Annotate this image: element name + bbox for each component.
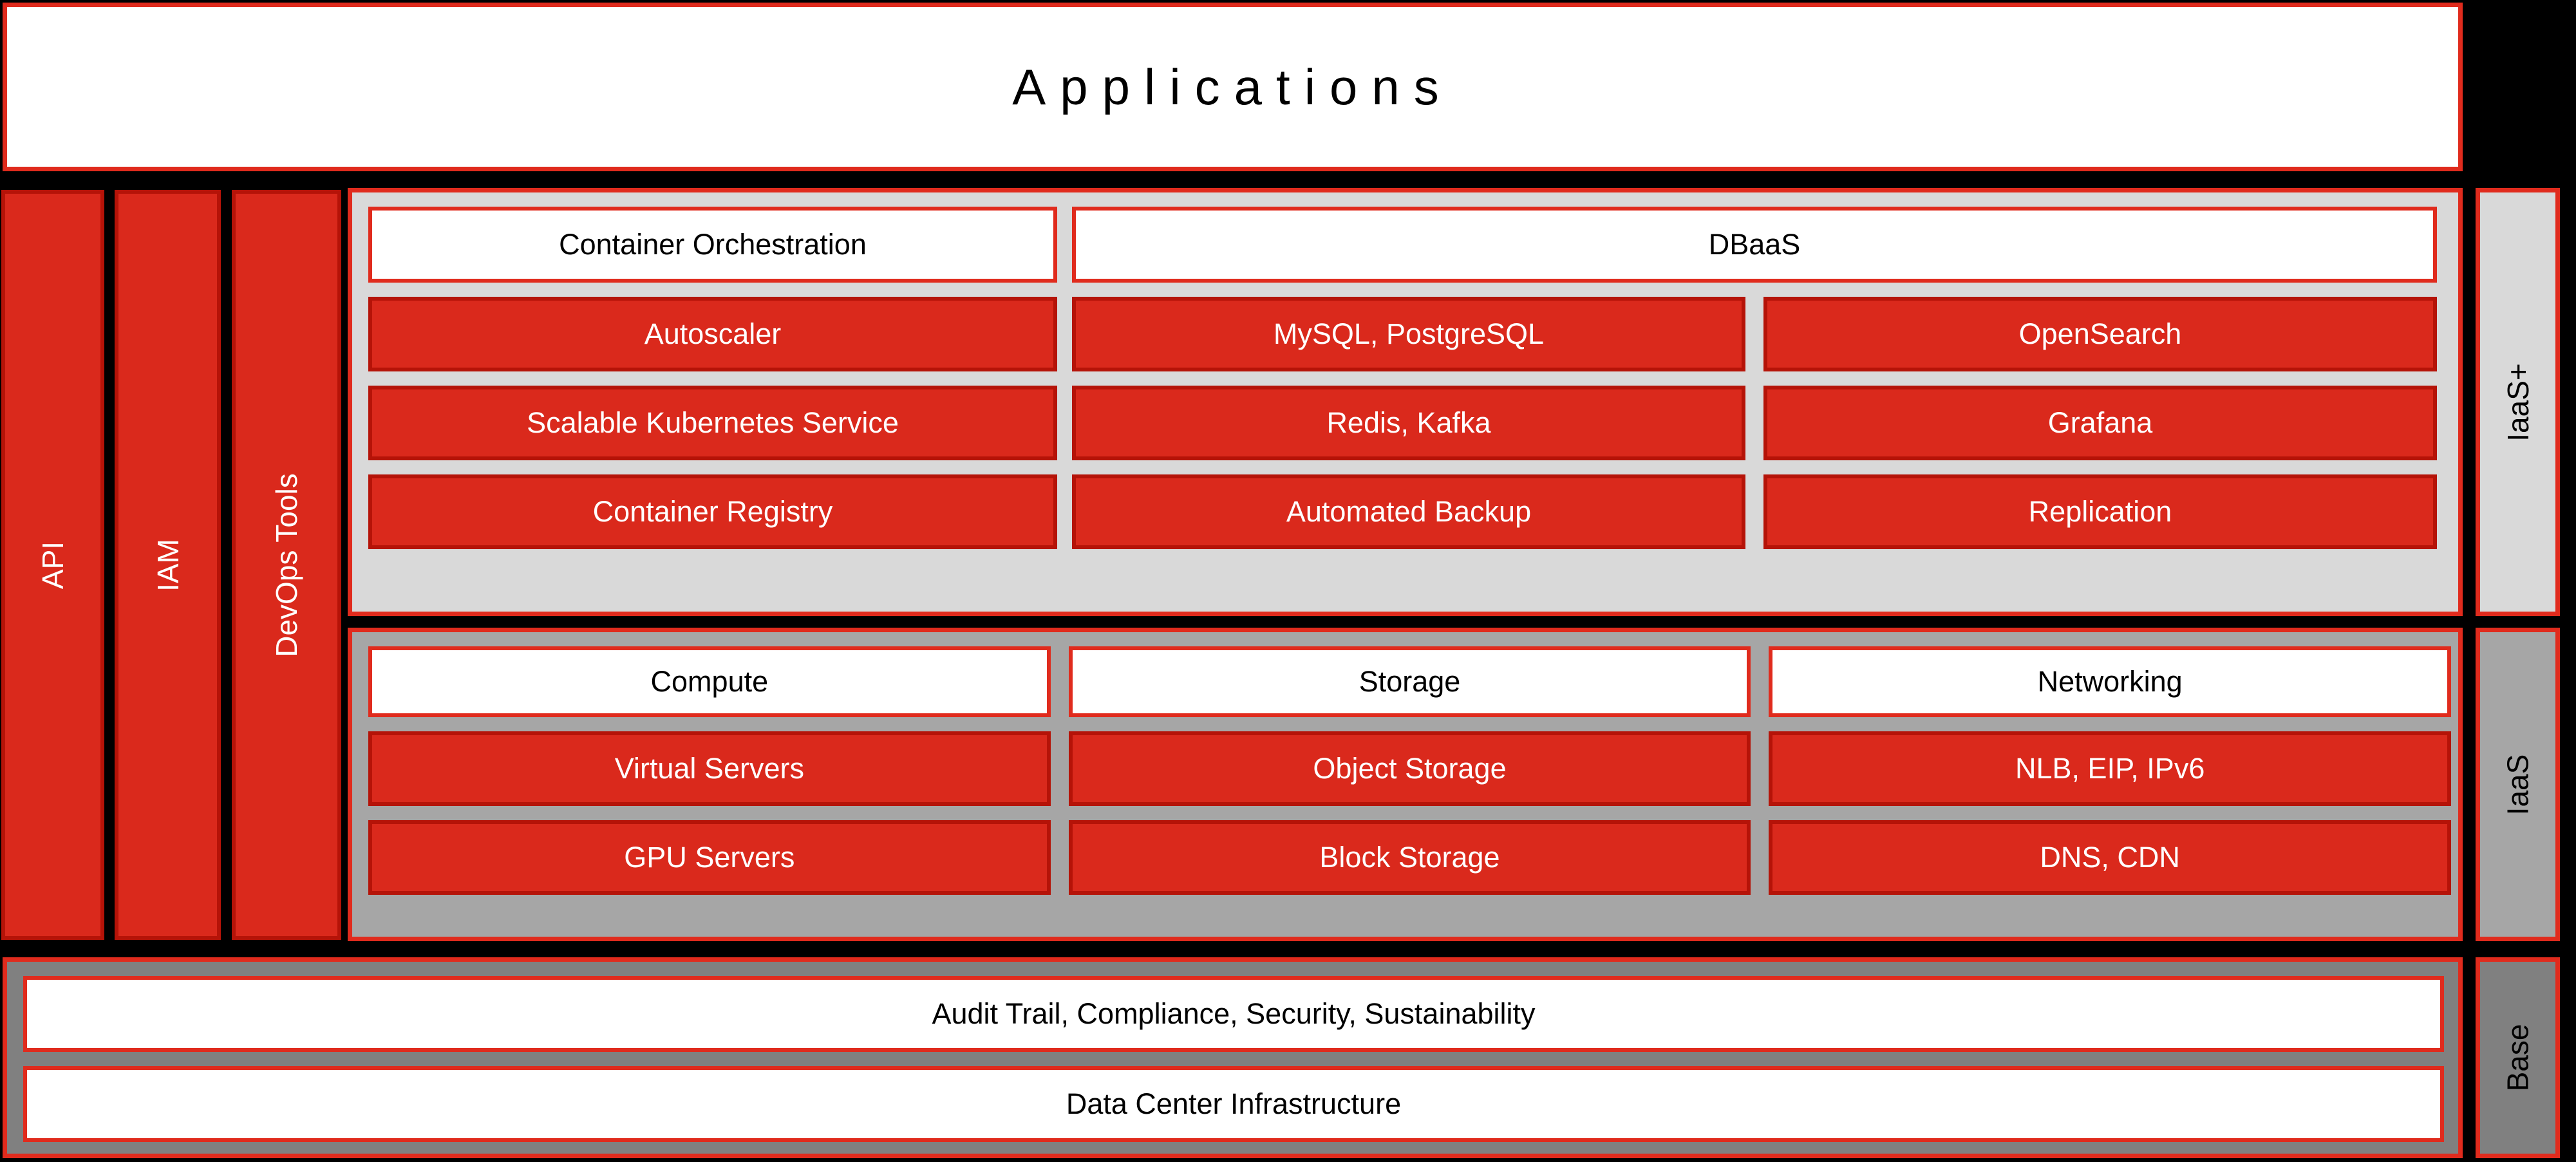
base-rows: Audit Trail, Compliance, Security, Susta… [23,976,2444,1143]
tier-label-iaas: IaaS [2476,628,2560,941]
dbaas-column-left: MySQL, PostgreSQL Redis, Kafka Automated… [1072,297,1745,549]
service-replication[interactable]: Replication [1763,474,2437,549]
applications-title: Applications [1012,58,1453,115]
tier-panel-iaas-plus: Container Orchestration Autoscaler Scala… [348,188,2463,616]
column-iam-label: IAM [151,538,185,592]
iaas-column-networking: Networking NLB, EIP, IPv6 DNS, CDN [1769,646,2452,923]
service-automated-backup[interactable]: Automated Backup [1072,474,1745,549]
base-row-audit-trail-compliance-security-sustainability[interactable]: Audit Trail, Compliance, Security, Susta… [23,976,2444,1052]
tier-panel-base: Audit Trail, Compliance, Security, Susta… [3,957,2463,1158]
service-container-registry[interactable]: Container Registry [368,474,1057,549]
tier-panel-iaas: Compute Virtual Servers GPU Servers Stor… [348,628,2463,941]
tier-label-base: Base [2476,957,2560,1158]
group-header-compute[interactable]: Compute [368,646,1051,717]
column-api-label: API [36,541,70,589]
iaas-columns: Compute Virtual Servers GPU Servers Stor… [368,646,2452,923]
tier-label-iaas-text: IaaS [2501,754,2535,815]
column-devops-tools[interactable]: DevOps Tools [232,190,341,940]
group-dbaas: DBaaS MySQL, PostgreSQL Redis, Kafka Aut… [1072,207,2437,549]
group-header-storage[interactable]: Storage [1068,646,1751,717]
service-gpu-servers[interactable]: GPU Servers [368,820,1051,895]
column-iam[interactable]: IAM [115,190,221,940]
column-api[interactable]: API [1,190,104,940]
service-grafana[interactable]: Grafana [1763,386,2437,460]
dbaas-column-right: OpenSearch Grafana Replication [1763,297,2437,549]
service-opensearch[interactable]: OpenSearch [1763,297,2437,371]
service-object-storage[interactable]: Object Storage [1068,731,1751,806]
service-autoscaler[interactable]: Autoscaler [368,297,1057,371]
base-row-data-center-infrastructure[interactable]: Data Center Infrastructure [23,1066,2444,1142]
service-dns-cdn[interactable]: DNS, CDN [1769,820,2452,895]
applications-banner: Applications [3,3,2463,171]
group-header-dbaas[interactable]: DBaaS [1072,207,2437,283]
tier-label-base-text: Base [2501,1024,2535,1092]
service-mysql-postgresql[interactable]: MySQL, PostgreSQL [1072,297,1745,371]
tier-label-iaas-plus-text: IaaS+ [2501,362,2535,442]
dbaas-columns: MySQL, PostgreSQL Redis, Kafka Automated… [1072,297,2437,549]
column-devops-tools-label: DevOps Tools [270,473,304,657]
group-header-networking[interactable]: Networking [1769,646,2452,717]
iaas-column-storage: Storage Object Storage Block Storage [1068,646,1751,923]
group-container-orchestration: Container Orchestration Autoscaler Scala… [368,207,1057,549]
service-virtual-servers[interactable]: Virtual Servers [368,731,1051,806]
iaas-column-compute: Compute Virtual Servers GPU Servers [368,646,1051,923]
service-nlb-eip-ipv6[interactable]: NLB, EIP, IPv6 [1769,731,2452,806]
service-scalable-kubernetes-service[interactable]: Scalable Kubernetes Service [368,386,1057,460]
group-header-container-orchestration[interactable]: Container Orchestration [368,207,1057,283]
service-redis-kafka[interactable]: Redis, Kafka [1072,386,1745,460]
service-block-storage[interactable]: Block Storage [1068,820,1751,895]
tier-label-iaas-plus: IaaS+ [2476,188,2560,616]
